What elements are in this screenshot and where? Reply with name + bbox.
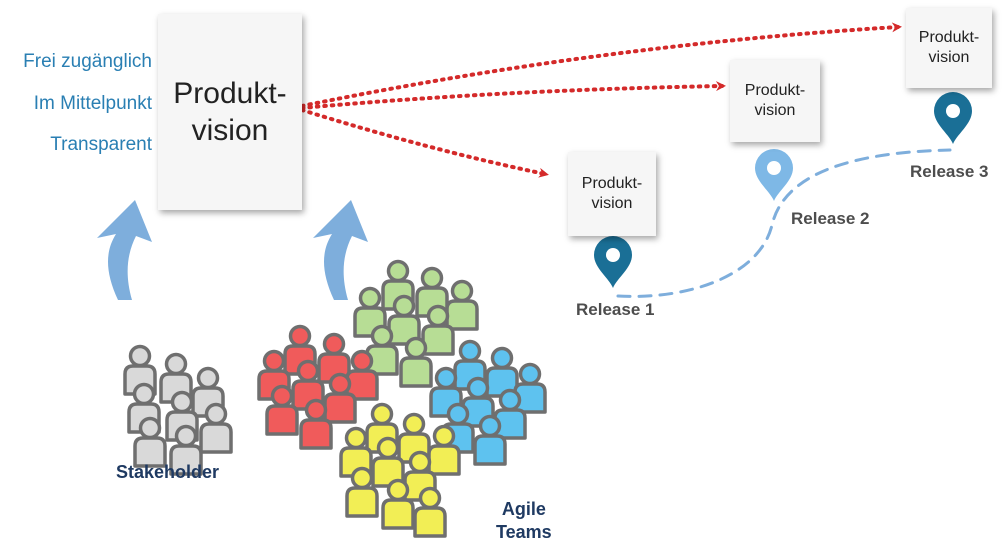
- stakeholder-group-icon: [123, 344, 233, 476]
- vision-arrow-release-3: [300, 22, 902, 108]
- agile-teams-line-1: Agile: [501, 499, 546, 519]
- release-path: [616, 148, 952, 298]
- release-2-label: Release 2: [791, 209, 870, 228]
- release-3-vision-line-2: vision: [928, 49, 970, 66]
- main-vision-line-2: vision: [191, 114, 269, 147]
- stakeholder-label: Stakeholder: [116, 462, 220, 482]
- release-3-pin-icon: [934, 92, 972, 144]
- release-1-label: Release 1: [576, 300, 655, 319]
- release-3-vision-sheet: Produkt- vision: [906, 8, 992, 88]
- stakeholder-up-arrow-icon: [97, 200, 152, 300]
- agile-teams-line-2: Teams: [496, 522, 552, 543]
- attribute-central: Im Mittelpunkt: [33, 93, 152, 114]
- release-2-pin-icon: [755, 149, 793, 201]
- release-1-pin-icon: [594, 236, 632, 288]
- vision-arrow-release-2: [300, 81, 726, 110]
- release-2-vision-line-2: vision: [754, 102, 796, 119]
- teams-up-arrow-icon: [313, 200, 368, 300]
- agile-teams-label: Agile Teams: [496, 498, 552, 545]
- vision-arrow-release-1: [300, 108, 549, 178]
- attribute-free-access: Frei zugänglich: [23, 51, 152, 72]
- team-yellow-icon: [339, 402, 461, 538]
- attribute-transparent: Transparent: [50, 134, 152, 155]
- release-2-vision-line-1: Produkt-: [744, 82, 806, 99]
- release-3-label: Release 3: [910, 162, 989, 181]
- release-3-vision-line-1: Produkt-: [918, 29, 980, 46]
- main-vision-line-1: Produkt-: [173, 76, 287, 110]
- release-1-vision-line-1: Produkt-: [581, 175, 643, 192]
- main-product-vision-sheet: Produkt- vision: [158, 14, 302, 210]
- release-1-vision-sheet: Produkt- vision: [568, 152, 656, 236]
- release-2-vision-sheet: Produkt- vision: [730, 60, 820, 142]
- release-1-vision-line-2: vision: [591, 195, 633, 212]
